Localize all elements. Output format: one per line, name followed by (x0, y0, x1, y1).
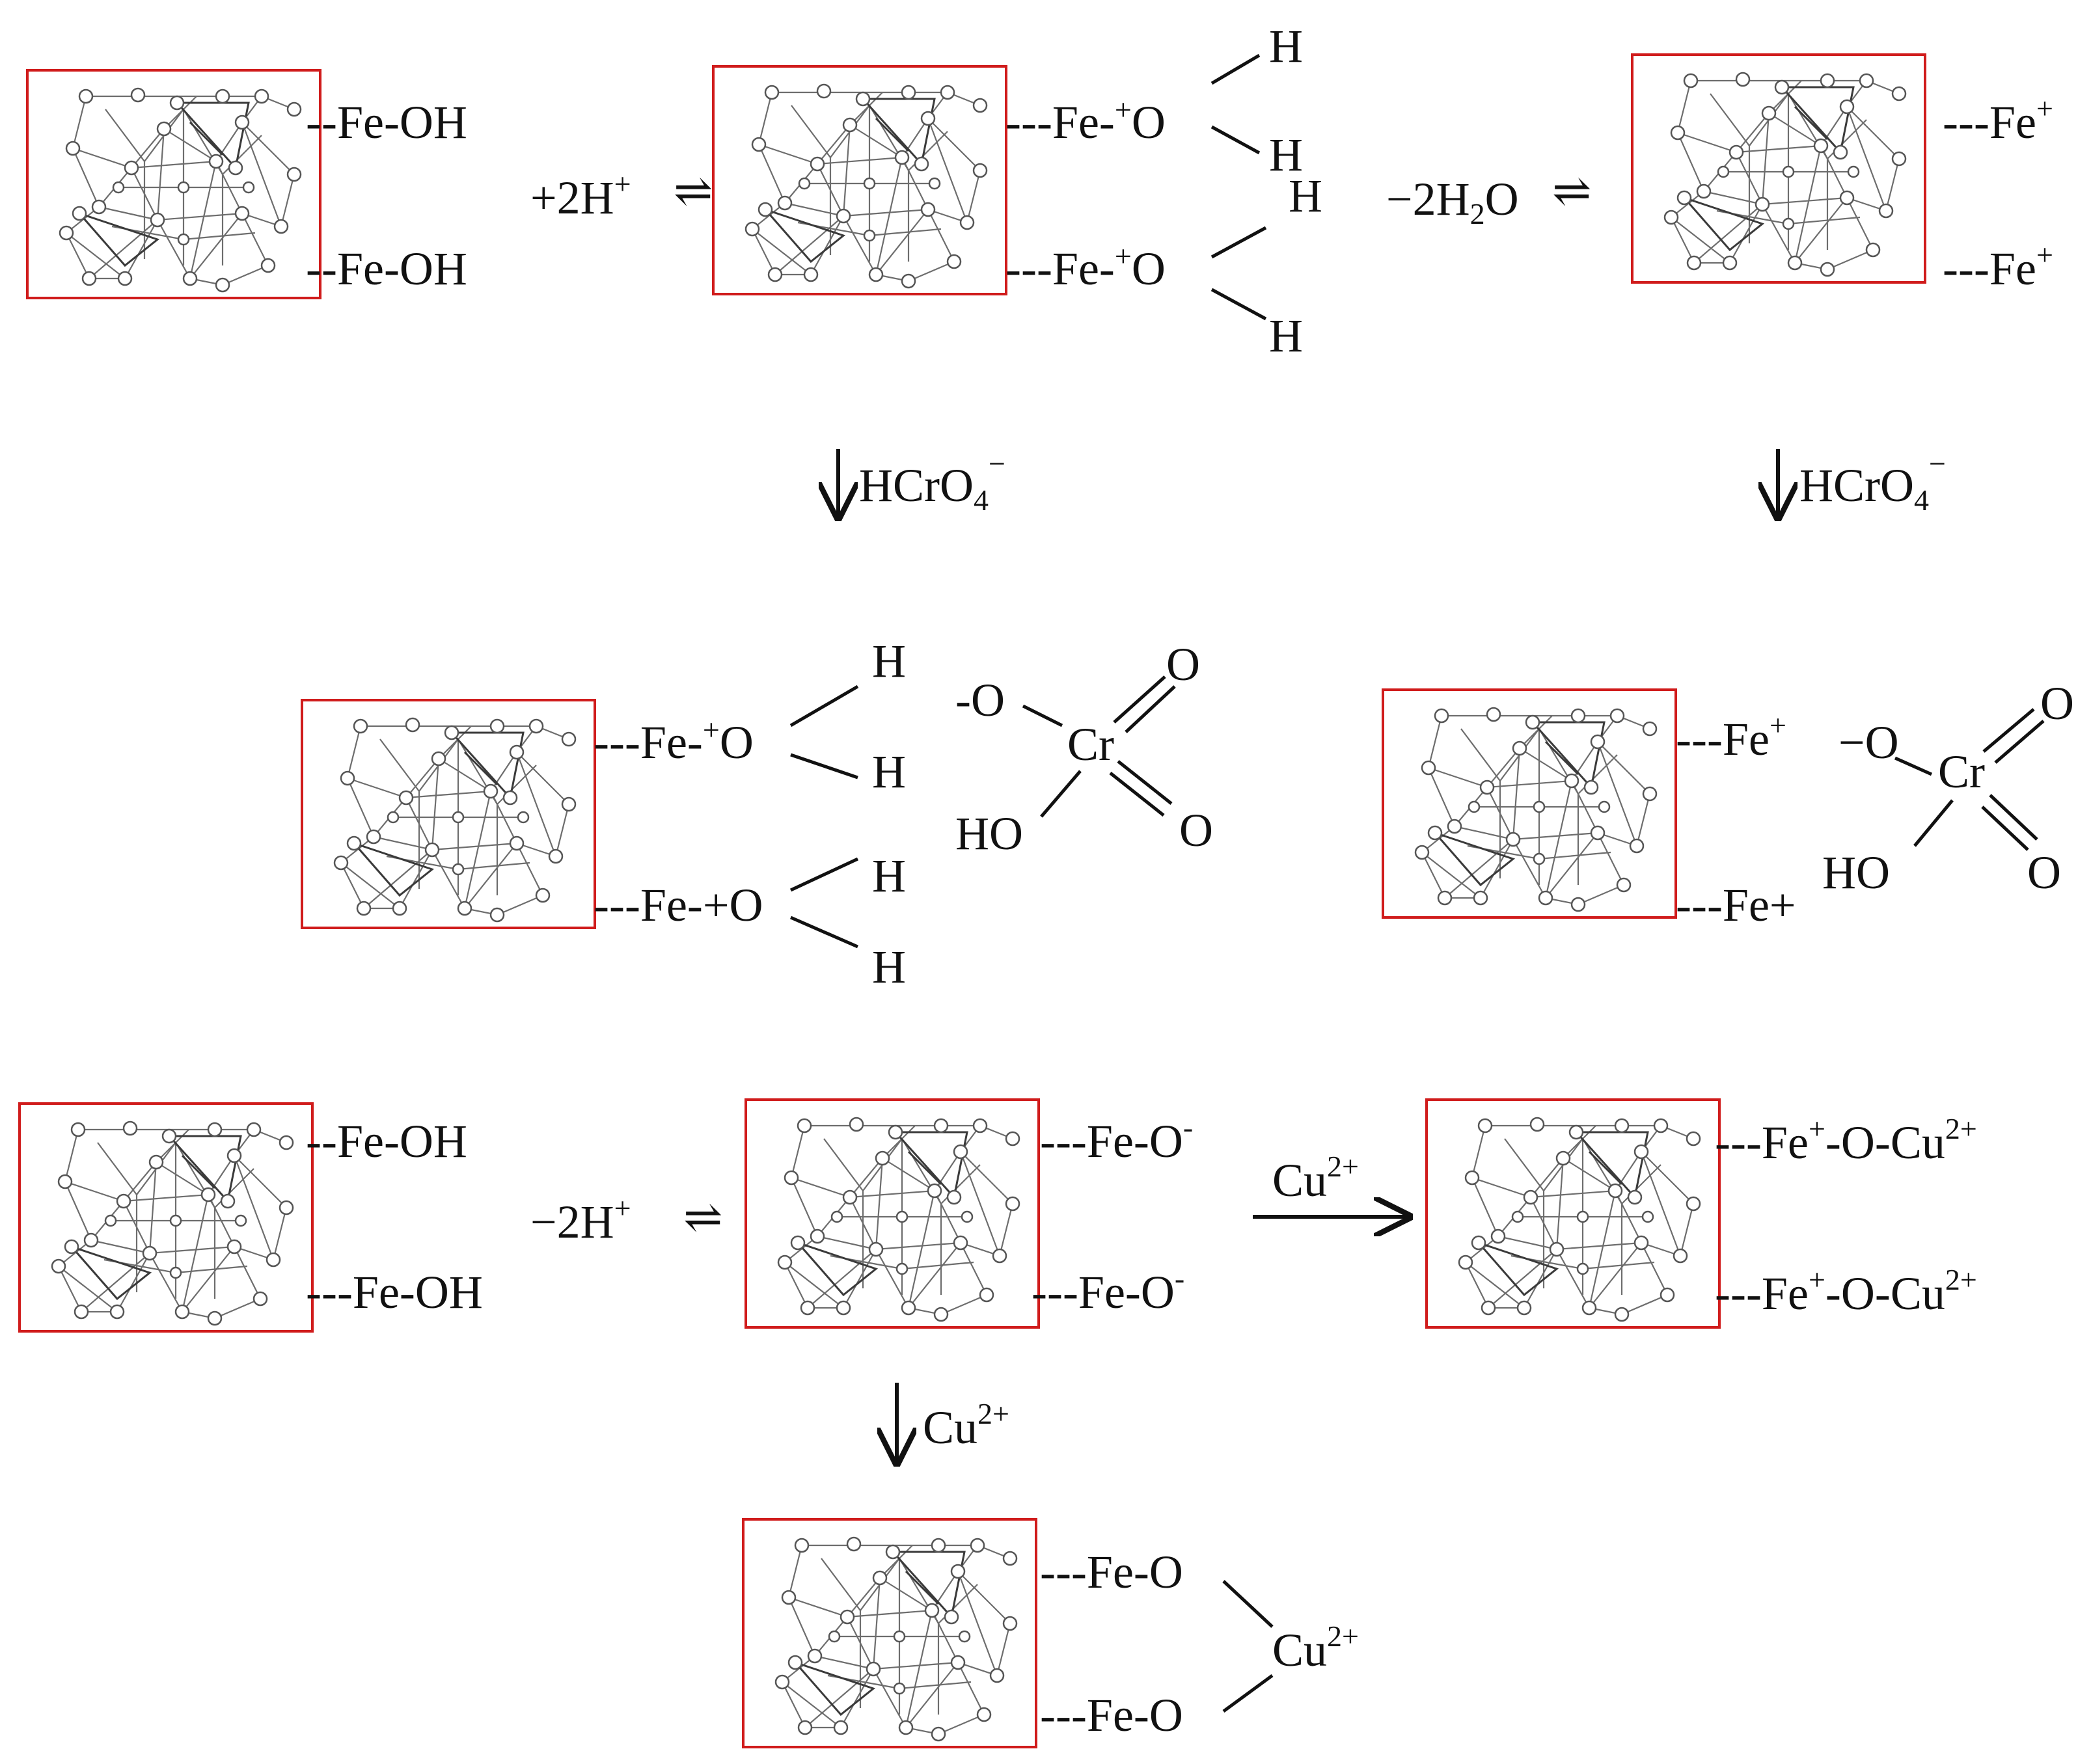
chromate-cr-right: Cr (1938, 746, 1985, 798)
equilibrium-icon-3: ⇌ (683, 1191, 722, 1243)
fe-o-bidentate-label-2: ---Fe-O (1040, 1689, 1183, 1741)
chromate-bonds-left (1022, 675, 1176, 818)
fe-oh-label-2: --Fe-OH (306, 243, 467, 295)
fe-o-minus-label-1: ---Fe-O- (1040, 1111, 1193, 1167)
lattice-box-4 (301, 699, 596, 929)
fe-oh2-chromate-label-2: ---Fe-+O (594, 879, 763, 931)
chromate-o-bottom-left: O (1179, 804, 1213, 856)
chromate-o-top-left: O (1166, 638, 1200, 690)
hydrogen-6: H (872, 746, 906, 798)
chromate-o-top-right: O (2040, 677, 2074, 729)
chromate-o-bottom-right: O (2027, 847, 2061, 899)
oh-bonds-2 (789, 685, 859, 949)
lattice-box-2 (712, 65, 1007, 295)
fe-plus-chromate-label-2: ---Fe+ (1676, 879, 1796, 931)
fe-oh-label-1: --Fe-OH (306, 96, 467, 148)
fe-plus-chromate-label-1: ---Fe+ (1676, 709, 1786, 765)
fe-o-bidentate-label-1: ---Fe-O (1040, 1546, 1183, 1598)
hcro4-label-right: HCrO4− (1799, 447, 1946, 517)
cu-bidentate-center: Cu2+ (1272, 1620, 1359, 1676)
lattice-box-1 (26, 69, 321, 299)
lattice-box-6 (18, 1102, 314, 1333)
chromate-o-minus-left: -O (955, 674, 1005, 726)
hydrogen-3: H (1289, 170, 1322, 222)
deprotonation-reagent: −2H+ (530, 1191, 631, 1248)
fe-oh-label-4: ---Fe-OH (306, 1266, 483, 1318)
hydrogen-7: H (872, 850, 906, 902)
hydrogen-4: H (1269, 310, 1303, 362)
chromate-ho-left: HO (955, 807, 1023, 860)
fe-oh2-chromate-label-1: ---Fe-+O (594, 713, 754, 768)
lattice-box-3 (1631, 53, 1926, 284)
equilibrium-icon-2: ⇌ (1552, 165, 1591, 217)
hydrogen-5: H (872, 635, 906, 687)
cu-chelate-bonds (1222, 1580, 1274, 1713)
oh-bonds-1 (1210, 53, 1267, 321)
hydrogen-8: H (872, 941, 906, 993)
fe-oh2-label-2: ---Fe-+O (1005, 239, 1166, 295)
fe-plus-label-2: ---Fe+ (1943, 238, 2053, 295)
proton-reagent: +2H+ (530, 167, 631, 224)
chromate-bonds-right (1894, 708, 2045, 851)
water-loss-label: −2H2O (1386, 173, 1519, 230)
hcro4-label-left: HCrO4− (859, 447, 1005, 517)
chromate-o-minus-right: −O (1838, 716, 1899, 768)
cu-label-horizontal: Cu2+ (1272, 1150, 1359, 1206)
chromate-ho-right: HO (1822, 847, 1890, 899)
lattice-box-8 (1425, 1098, 1721, 1329)
fe-o-minus-label-2: ---Fe-O- (1032, 1262, 1184, 1318)
hydrogen-2: H (1269, 129, 1303, 181)
fe-o-cu-label-1: ---Fe+-O-Cu2+ (1715, 1112, 1977, 1169)
lattice-box-5 (1382, 688, 1677, 919)
fe-oh2-label-1: ---Fe-+O (1005, 93, 1166, 148)
lattice-box-7 (745, 1098, 1040, 1329)
fe-oh-label-3: --Fe-OH (306, 1115, 467, 1167)
equilibrium-icon-1: ⇌ (674, 165, 713, 217)
lattice-box-9 (742, 1518, 1037, 1748)
chromate-cr-left: Cr (1067, 718, 1114, 770)
hydrogen-1: H (1269, 20, 1303, 72)
fe-o-cu-label-2: ---Fe+-O-Cu2+ (1715, 1263, 1977, 1320)
cu-label-vertical: Cu2+ (923, 1397, 1009, 1454)
fe-plus-label-1: ---Fe+ (1943, 92, 2053, 148)
